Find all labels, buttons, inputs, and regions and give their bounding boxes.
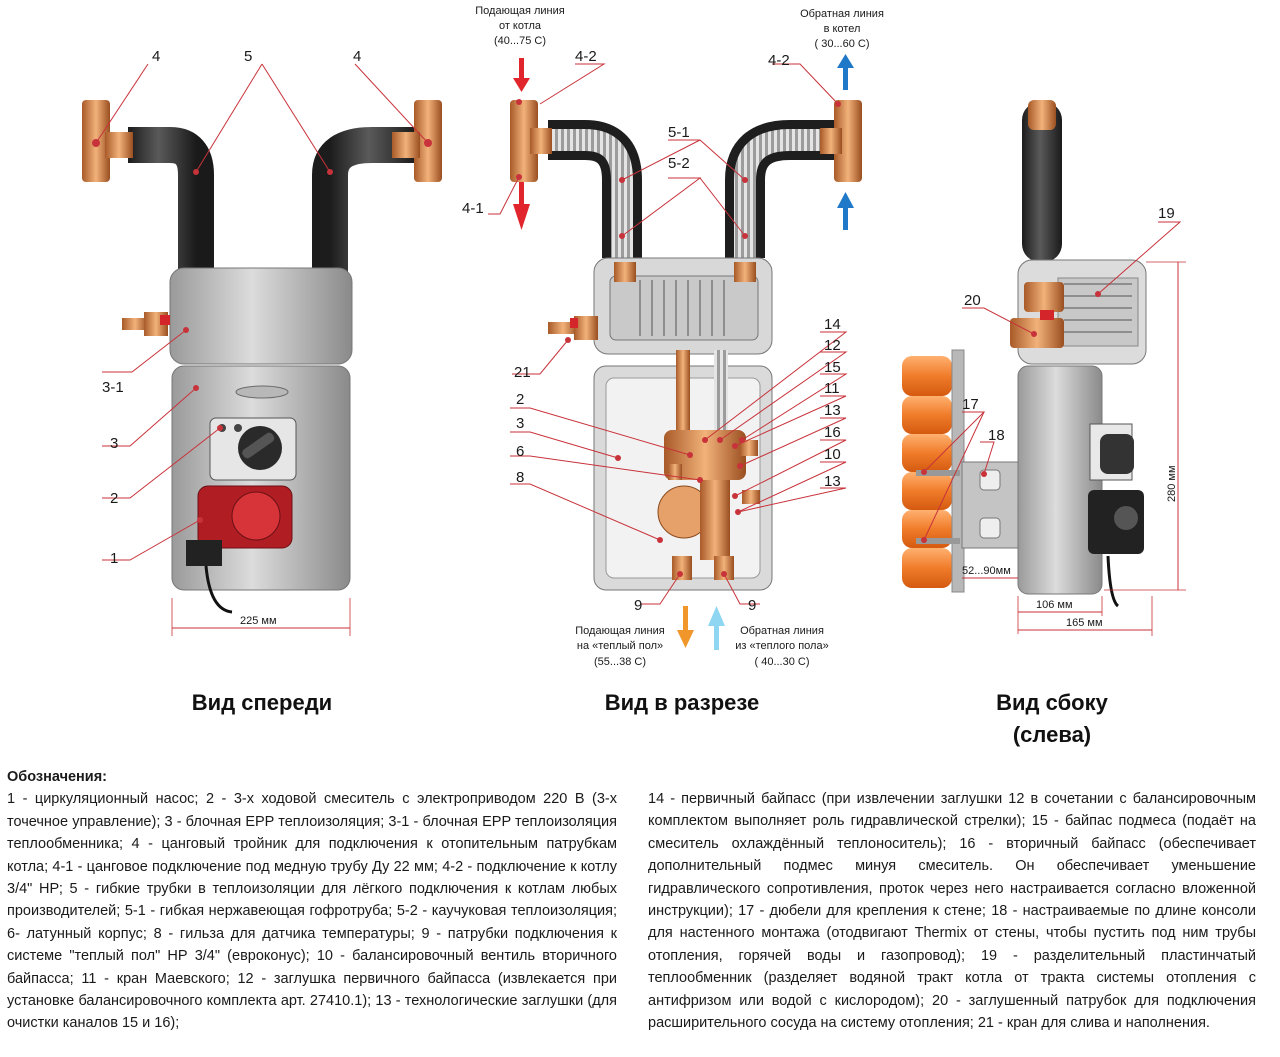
arrow-supply-from-boiler <box>513 58 530 230</box>
callout-section-13-top: 13 <box>824 402 841 419</box>
callout-section-4-2-left: 4-2 <box>575 48 597 65</box>
arrow-return-floor <box>708 606 725 650</box>
front-flex-pipe-right <box>312 127 416 272</box>
section-view <box>510 54 862 650</box>
callout-section-21: 21 <box>514 364 531 381</box>
front-flex-pipe-left <box>128 127 214 272</box>
front-callouts <box>95 63 429 561</box>
callout-section-14: 14 <box>824 316 841 333</box>
front-view: 225 мм <box>82 100 442 636</box>
callout-section-4-2-right: 4-2 <box>768 52 790 69</box>
callout-front-5: 5 <box>244 48 252 65</box>
svg-text:Обратная линия: Обратная линия <box>800 8 884 20</box>
arrow-return-to-boiler <box>837 54 854 230</box>
view-title-section: Вид в разрезе <box>605 690 760 715</box>
dim-depth-body: 106 мм <box>1036 599 1073 611</box>
front-mixer-actuator <box>209 417 297 481</box>
label-return-floor: Обратная линия из «теплого пола» ( 40...… <box>735 625 828 668</box>
legend-title: Обозначения: <box>7 769 108 785</box>
svg-text:от котла: от котла <box>499 20 542 32</box>
callout-section-9-left: 9 <box>634 597 642 614</box>
svg-text:(40...75 С): (40...75 С) <box>494 35 546 47</box>
dim-depth-total: 165 мм <box>1066 617 1103 629</box>
section-tee-right <box>834 100 862 182</box>
callout-front-1: 1 <box>110 550 118 567</box>
callout-front-4-right: 4 <box>353 48 361 65</box>
legend-left-column: Обозначения: 1 - циркуляционный насос; 2… <box>7 766 617 1035</box>
legend-right-text: 14 - первичный байпасс (при извлечении з… <box>648 791 1256 1032</box>
callout-side-18: 18 <box>988 427 1005 444</box>
view-title-front: Вид спереди <box>192 690 332 715</box>
side-body-housing <box>1017 365 1103 595</box>
callout-side-19: 19 <box>1158 205 1175 222</box>
front-circulation-pump <box>186 485 293 614</box>
svg-text:(55...38 С): (55...38 С) <box>594 656 646 668</box>
svg-text:Подающая линия: Подающая линия <box>575 625 665 637</box>
front-tee-left <box>82 100 133 182</box>
front-drain-valve <box>122 312 170 336</box>
arrow-supply-floor <box>677 606 694 648</box>
callout-front-2: 2 <box>110 490 118 507</box>
svg-text:( 30...60 С): ( 30...60 С) <box>814 38 869 50</box>
callout-section-3: 3 <box>516 415 524 432</box>
callout-section-5-2: 5-2 <box>668 155 690 172</box>
callout-section-9-right: 9 <box>748 597 756 614</box>
svg-text:на «теплый пол»: на «теплый пол» <box>577 640 663 652</box>
callout-section-10: 10 <box>824 446 841 463</box>
svg-text:из «теплого пола»: из «теплого пола» <box>735 640 828 652</box>
section-brass-body <box>657 430 760 580</box>
svg-text:Подающая линия: Подающая линия <box>475 5 565 17</box>
legend-left-text: 1 - циркуляционный насос; 2 - 3-х ходово… <box>7 791 617 1032</box>
section-tee-left <box>510 100 538 182</box>
diagram-canvas: 225 мм 4 5 4 3-1 3 2 1 <box>82 5 1186 747</box>
dim-console: 52...90мм <box>962 565 1011 577</box>
callout-side-20: 20 <box>964 292 981 309</box>
view-title-side-2: (слева) <box>1013 722 1091 747</box>
front-insulation-heat-exchanger <box>169 267 353 365</box>
section-heat-exchanger <box>609 275 759 341</box>
svg-text:в котел: в котел <box>824 23 861 35</box>
callout-section-6: 6 <box>516 443 524 460</box>
callout-section-5-1: 5-1 <box>668 124 690 141</box>
callout-section-8: 8 <box>516 469 524 486</box>
svg-text:Обратная линия: Обратная линия <box>740 625 824 637</box>
dim-front-width: 225 мм <box>240 615 277 627</box>
callout-section-11: 11 <box>824 380 840 397</box>
label-supply-from-boiler: Подающая линия от котла (40...75 С) <box>475 5 565 47</box>
callout-section-4-1: 4-1 <box>462 200 484 217</box>
dim-height: 280 мм <box>1166 465 1178 502</box>
callout-section-15: 15 <box>824 359 841 376</box>
side-view: 280 мм 52...90мм 106 мм 165 мм <box>902 100 1186 636</box>
callout-section-16: 16 <box>824 424 841 441</box>
svg-text:( 40...30 С): ( 40...30 С) <box>754 656 809 668</box>
label-return-to-boiler: Обратная линия в котел ( 30...60 С) <box>800 8 884 50</box>
callout-front-3: 3 <box>110 435 118 452</box>
callout-front-3-1: 3-1 <box>102 379 124 396</box>
legend-right-column: 14 - первичный байпасс (при извлечении з… <box>648 788 1256 1034</box>
callout-side-17: 17 <box>962 396 979 413</box>
callout-front-4-left: 4 <box>152 48 160 65</box>
view-title-side-1: Вид сбоку <box>996 690 1108 715</box>
callout-section-13-bottom: 13 <box>824 473 841 490</box>
callout-section-12: 12 <box>824 337 841 354</box>
label-supply-floor: Подающая линия на «теплый пол» (55...38 … <box>575 625 665 668</box>
callout-section-2: 2 <box>516 391 524 408</box>
